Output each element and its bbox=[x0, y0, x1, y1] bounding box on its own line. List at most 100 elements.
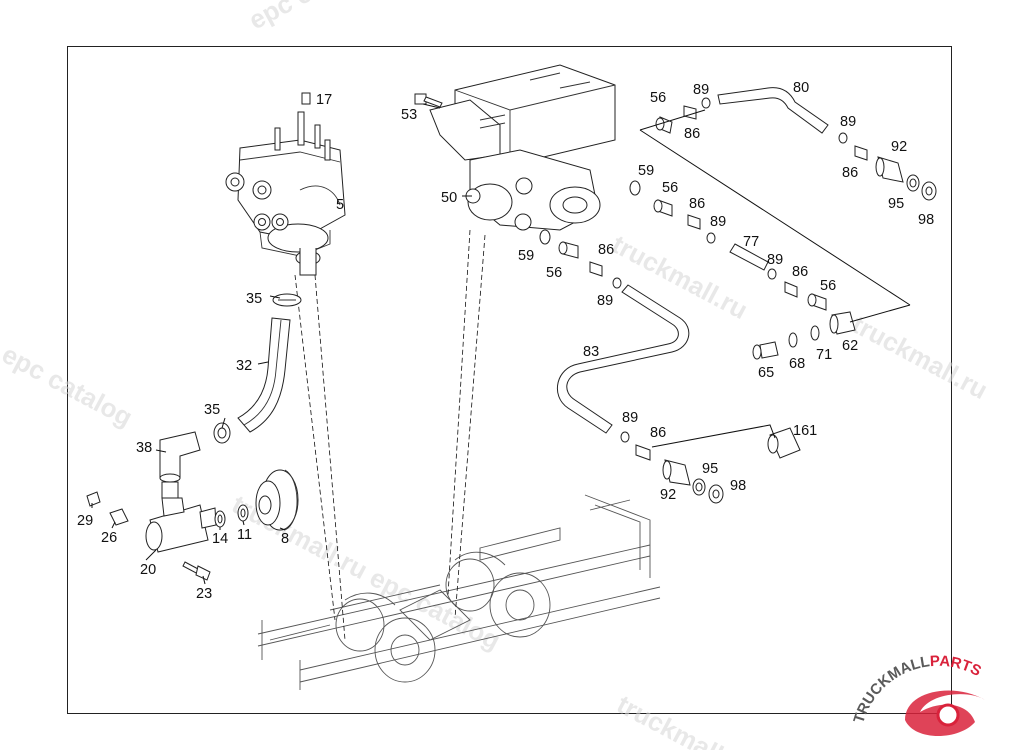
part-label: 59 bbox=[638, 163, 654, 179]
watermark-text: truckmall.ru bbox=[612, 689, 757, 750]
part-label: 95 bbox=[888, 196, 904, 212]
part-label: 53 bbox=[401, 107, 417, 123]
part-161-connector bbox=[767, 427, 801, 459]
part-86-sleeve bbox=[687, 214, 701, 230]
part-label: 14 bbox=[212, 531, 228, 547]
part-56-nut bbox=[558, 241, 579, 259]
part-label: 26 bbox=[101, 530, 117, 546]
part-label: 77 bbox=[743, 234, 759, 250]
part-89-insert bbox=[701, 97, 711, 109]
part-label: 71 bbox=[816, 347, 832, 363]
part-35-clip bbox=[272, 293, 302, 307]
part-label: 68 bbox=[789, 356, 805, 372]
part-86-sleeve bbox=[854, 145, 868, 161]
part-label: 35 bbox=[246, 291, 262, 307]
part-26-sleeve bbox=[109, 508, 129, 526]
part-56-nut bbox=[653, 199, 673, 217]
part-8-air-reservoir bbox=[255, 469, 299, 531]
part-86-sleeve bbox=[683, 105, 697, 120]
part-label: 86 bbox=[689, 196, 705, 212]
part-label: 98 bbox=[730, 478, 746, 494]
part-label: 56 bbox=[546, 265, 562, 281]
part-label: 50 bbox=[441, 190, 457, 206]
part-5-valve bbox=[225, 111, 346, 276]
part-label: 92 bbox=[660, 487, 676, 503]
part-86-sleeve bbox=[589, 261, 603, 277]
watermark-text: truckmall.ru bbox=[847, 309, 992, 405]
group-bracket-line bbox=[639, 109, 706, 131]
part-label: 89 bbox=[710, 214, 726, 230]
part-label: 20 bbox=[140, 562, 156, 578]
part-label: 89 bbox=[840, 114, 856, 130]
part-92-fitting bbox=[662, 459, 691, 486]
part-95-ring bbox=[692, 478, 706, 496]
part-label: 11 bbox=[237, 527, 252, 543]
part-56-nut bbox=[807, 293, 827, 311]
part-65-plug bbox=[752, 341, 779, 360]
part-label: 86 bbox=[598, 242, 614, 258]
part-68-ring bbox=[788, 332, 798, 348]
part-label: 56 bbox=[820, 278, 836, 294]
part-label: 23 bbox=[196, 586, 212, 602]
part-17-plug bbox=[301, 92, 311, 105]
part-89-insert bbox=[612, 277, 622, 289]
part-38-elbow bbox=[159, 431, 201, 499]
part-95-ring bbox=[906, 174, 920, 192]
part-62-tee bbox=[829, 311, 856, 335]
part-77-pipe bbox=[729, 243, 769, 271]
part-29-nut bbox=[86, 491, 101, 507]
part-35-clip bbox=[213, 422, 231, 444]
part-label: 65 bbox=[758, 365, 774, 381]
part-label: 92 bbox=[891, 139, 907, 155]
part-14-seal bbox=[214, 510, 226, 528]
part-label: 5 bbox=[336, 197, 344, 213]
part-11-seal bbox=[237, 504, 249, 522]
part-50-abs-modulator bbox=[429, 64, 616, 231]
part-label: 59 bbox=[518, 248, 534, 264]
part-71-ring bbox=[810, 325, 820, 341]
part-83-pipe bbox=[557, 284, 690, 434]
part-86-sleeve bbox=[784, 281, 798, 298]
part-label: 86 bbox=[684, 126, 700, 142]
part-label: 98 bbox=[918, 212, 934, 228]
part-98-nut bbox=[921, 181, 937, 201]
diagram-frame bbox=[67, 46, 952, 714]
truckmall-logo: TRUCKMALLPARTS bbox=[850, 653, 985, 736]
part-23-bolt bbox=[182, 561, 211, 581]
part-label: 80 bbox=[793, 80, 809, 96]
part-labels: 17 5 35 32 35 38 29 26 20 23 14 11 8 53 … bbox=[77, 80, 934, 602]
part-label: 161 bbox=[793, 423, 817, 439]
part-89-insert bbox=[838, 132, 848, 144]
part-label: 38 bbox=[136, 440, 152, 456]
part-20-tee-fitting bbox=[145, 497, 217, 553]
part-label: 35 bbox=[204, 402, 220, 418]
part-59-ring bbox=[539, 229, 551, 245]
part-label: 89 bbox=[767, 252, 783, 268]
part-label: 8 bbox=[281, 531, 289, 547]
part-label: 83 bbox=[583, 344, 599, 360]
part-label: 56 bbox=[650, 90, 666, 106]
part-89-insert bbox=[767, 268, 777, 280]
part-92-fitting bbox=[875, 156, 904, 183]
part-label: 89 bbox=[597, 293, 613, 309]
part-label: 56 bbox=[662, 180, 678, 196]
part-86-sleeve bbox=[635, 444, 651, 461]
part-80-pipe bbox=[717, 87, 829, 134]
part-32-hose bbox=[237, 317, 291, 433]
logo-accent-text: PARTS bbox=[930, 653, 984, 680]
part-label: 32 bbox=[236, 358, 252, 374]
part-label: 89 bbox=[622, 410, 638, 426]
part-label: 17 bbox=[316, 92, 332, 108]
watermark-text: epc catalog bbox=[0, 339, 138, 433]
part-label: 95 bbox=[702, 461, 718, 477]
part-89-insert bbox=[620, 431, 630, 443]
part-98-nut bbox=[708, 484, 724, 504]
part-59-ring bbox=[629, 180, 641, 196]
watermark-text: epc catalog bbox=[244, 0, 384, 35]
label-leaders bbox=[91, 103, 472, 585]
part-56-nut bbox=[655, 116, 673, 134]
leader-line bbox=[314, 274, 346, 641]
part-label: 86 bbox=[650, 425, 666, 441]
part-label: 29 bbox=[77, 513, 93, 529]
